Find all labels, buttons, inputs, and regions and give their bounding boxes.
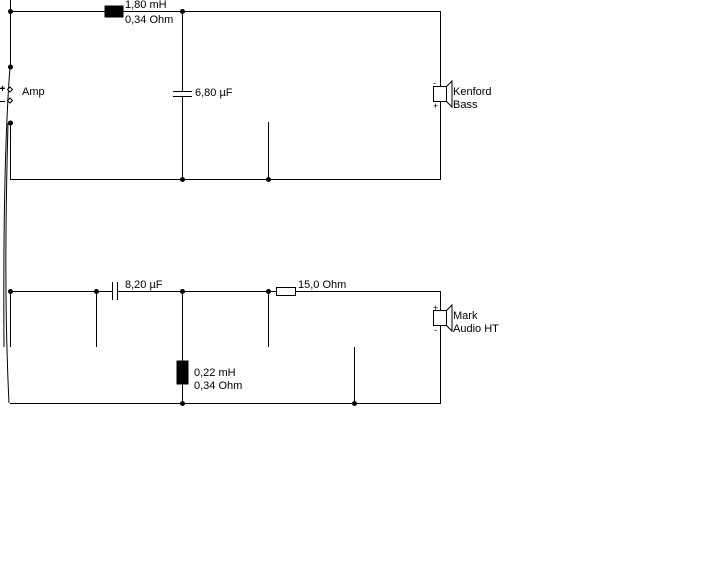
capacitor-8-20uf[interactable] xyxy=(112,282,118,300)
inductor-1-80mh[interactable] xyxy=(104,5,124,18)
speaker-1-name-line2: Bass xyxy=(453,99,478,111)
amp-plus-sign: + xyxy=(0,83,5,93)
amp-label: Amp xyxy=(22,86,45,98)
capacitor-6-80uf[interactable] xyxy=(173,91,192,97)
junction-dots xyxy=(8,9,357,406)
speaker-2-top-sign: + xyxy=(433,303,438,313)
speaker-1-top-sign: - xyxy=(433,78,436,88)
speaker-2-bottom-sign: - xyxy=(434,325,437,335)
inductor-0-22mh[interactable] xyxy=(176,360,189,385)
resistor-15-ohm[interactable] xyxy=(276,287,296,296)
amp-minus-sign: - xyxy=(0,96,3,106)
speaker-2-name-line1: Mark xyxy=(453,310,478,322)
inductor-2-resistance: 0,34 Ohm xyxy=(194,380,242,392)
speaker-1-name-line1: Kenford xyxy=(453,86,492,98)
speaker-2-name-line2: Audio HT xyxy=(453,323,499,335)
capacitor-1-value: 6,80 µF xyxy=(195,87,233,99)
inductor-2-value: 0,22 mH xyxy=(194,367,236,379)
capacitor-2-value: 8,20 µF xyxy=(125,279,163,291)
wires xyxy=(3,0,441,404)
speaker-kenford-bass[interactable] xyxy=(433,79,453,109)
amp-terminals xyxy=(0,86,14,104)
inductor-1-resistance: 0,34 Ohm xyxy=(125,14,173,26)
inductor-1-value: 1,80 mH xyxy=(125,0,167,11)
speaker-mark-audio-ht[interactable] xyxy=(433,303,453,333)
speaker-1-bottom-sign: + xyxy=(433,101,438,111)
resistor-value: 15,0 Ohm xyxy=(298,279,346,291)
